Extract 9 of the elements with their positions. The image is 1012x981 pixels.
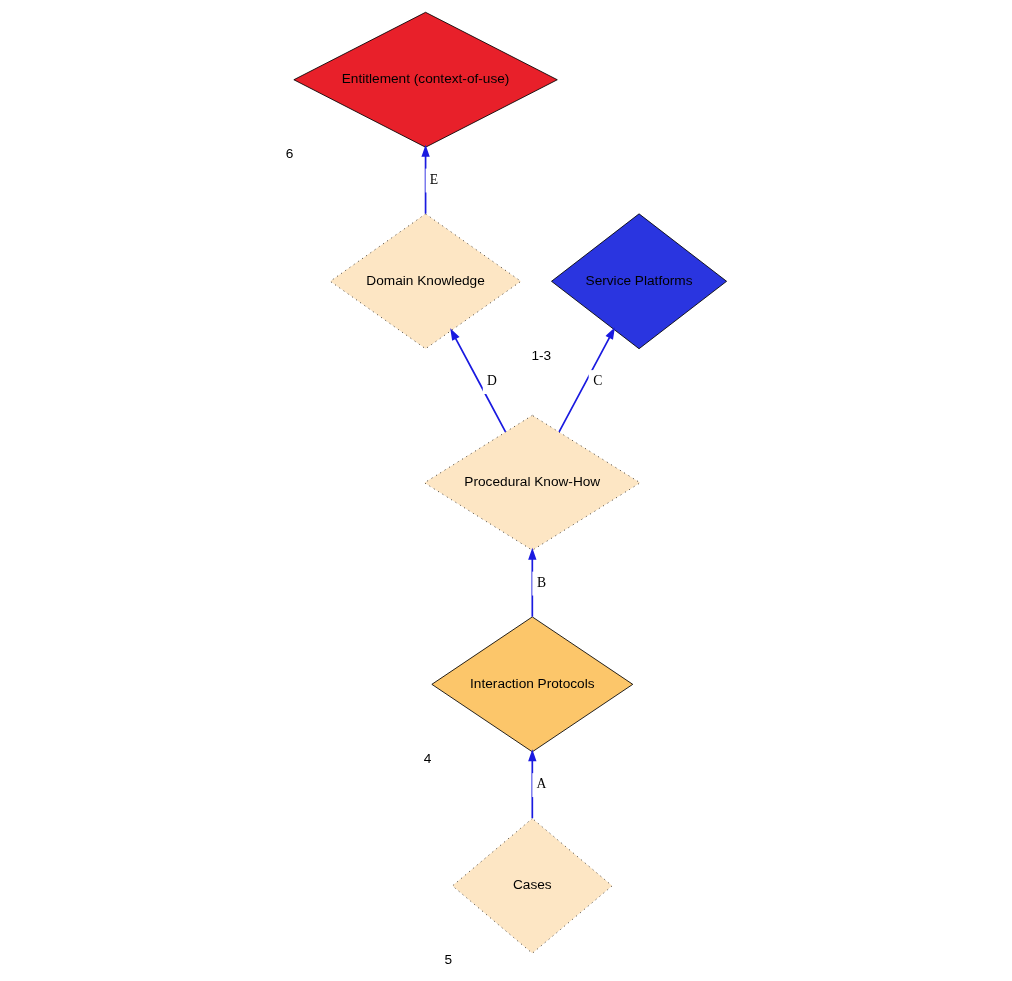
- edge-label: C: [593, 373, 603, 389]
- node-label: 6: [285, 146, 294, 162]
- edge-label: A: [536, 776, 547, 792]
- node-label: 1-3: [531, 347, 552, 363]
- node-label: 5: [444, 952, 452, 968]
- node-label: 4: [423, 750, 432, 766]
- edge-label: E: [429, 171, 439, 187]
- edge-label: B: [537, 574, 547, 590]
- edge-label: D: [487, 373, 497, 389]
